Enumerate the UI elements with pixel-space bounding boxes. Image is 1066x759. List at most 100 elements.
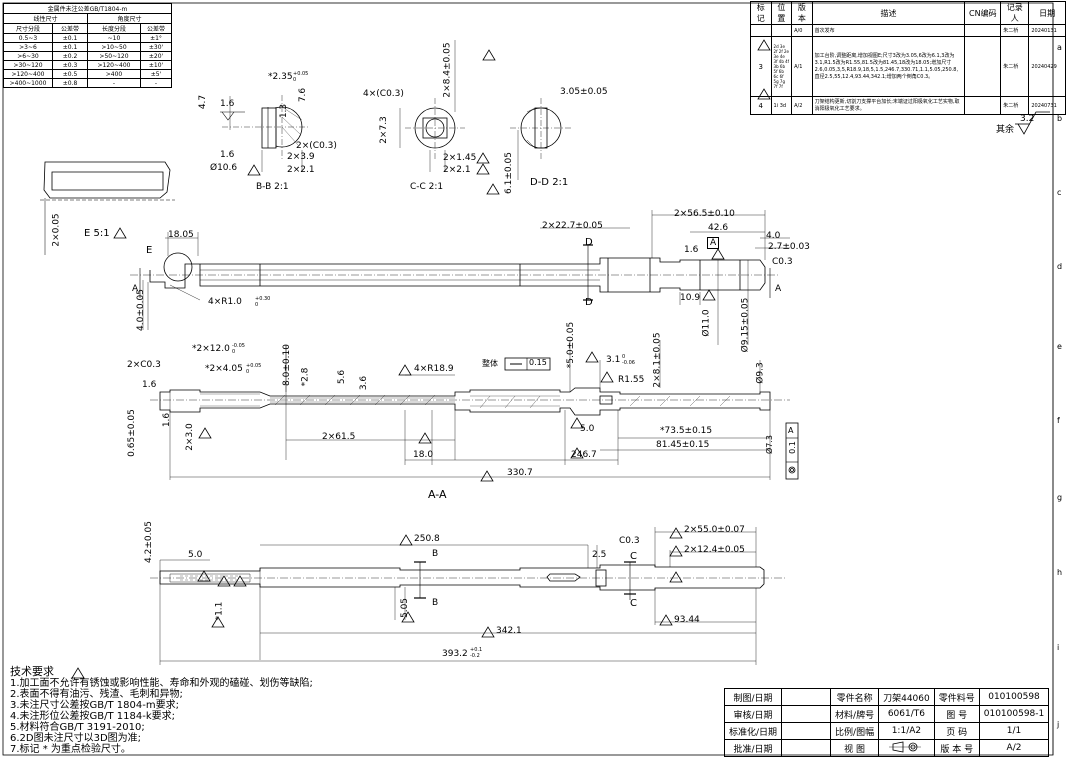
dim-tol: +0.05 0	[293, 71, 309, 83]
tb-label: 图 号	[933, 705, 980, 723]
dim: 2×12.4±0.05	[684, 545, 745, 555]
projection-symbol-icon	[878, 739, 935, 757]
note-item: 7.标记 * 为重点检验尺寸。	[10, 744, 131, 755]
tb-version: A/2	[978, 739, 1050, 757]
dim: 2×22.7±0.05	[542, 221, 603, 231]
dim: 10.9	[680, 293, 701, 303]
tb-label: 页 码	[933, 722, 980, 740]
dim: 4.2±0.05	[143, 521, 154, 563]
view-bottom	[150, 527, 785, 665]
rev-header: 描述	[811, 1, 966, 25]
section-mark: C	[630, 598, 637, 609]
dim: 2×1.45	[443, 153, 477, 163]
dim: 2×3.0	[184, 423, 195, 451]
view-cc	[399, 40, 465, 172]
tb-label: 审核/日期	[723, 705, 783, 723]
rev-header: 标记	[750, 1, 772, 25]
dim: 2×3.9	[287, 152, 315, 162]
note-item: 4.未注形位公差按GB/T 1184-k要求;	[10, 711, 176, 722]
section-mark: B	[432, 549, 439, 559]
border-letter: d	[1057, 262, 1063, 271]
dim: 393.2	[442, 649, 468, 659]
notes-title: 技术要求	[10, 665, 54, 678]
view-top	[130, 210, 790, 345]
view-dd	[510, 98, 572, 180]
table-row: >30~120±0.3>120~400±10'	[3, 60, 172, 70]
dim: 4×R18.9	[414, 364, 454, 374]
dim: *2.8	[300, 367, 311, 387]
section-mark: A	[775, 284, 782, 294]
dim: C0.3	[619, 536, 640, 546]
note-item: 1.加工面不允许有锈蚀或影响性能、寿命和外观的磕碰、划伤等缺陷;	[10, 678, 313, 689]
border-letter: j	[1057, 720, 1060, 729]
dim: Ø9.3	[755, 362, 766, 384]
table-row: 0.5~3±0.1~10±1°	[3, 33, 172, 43]
view-e	[40, 161, 175, 255]
dim: 2×56.5±0.10	[674, 209, 735, 219]
dim: 2.5	[592, 550, 607, 560]
dim: 342.1	[496, 626, 522, 636]
view-bb	[220, 95, 310, 172]
border-letter: g	[1057, 493, 1063, 502]
table-row: >3~6±0.1>10~50±30'	[3, 42, 172, 52]
border-letter: c	[1057, 188, 1062, 197]
dim: A	[788, 426, 794, 435]
note-item: 3.未注尺寸公差按GB/T 1804-m要求;	[10, 700, 179, 711]
dim: 3.05±0.05	[560, 87, 608, 97]
dim: 2×8.4±0.05	[442, 42, 453, 98]
tb-label: 制图/日期	[723, 688, 783, 706]
dim: 4×R1.0	[208, 297, 242, 307]
table-row: >120~400±0.5>400±5'	[3, 69, 172, 79]
border-letter: f	[1057, 416, 1060, 425]
dim-tol: -0.05 0	[232, 343, 245, 355]
dim: 2×C0.3	[127, 360, 161, 370]
dim: 5.0	[188, 550, 203, 560]
dim: 1.6	[684, 245, 699, 255]
tb-part-no: 010100598	[978, 688, 1050, 706]
dim: Ø7.3	[765, 434, 775, 455]
table-row: 3 2d 3e 2f 2f 2e 3e 4e 3f 4b 4f 3b 6b 5f…	[750, 36, 1066, 97]
roughness-rest: 其余	[996, 125, 1015, 135]
tb-label: 批准/日期	[723, 739, 783, 757]
dim: 93.44	[674, 615, 700, 625]
title-block: 制图/日期 零件名称 刀架44060 零件料号 010100598 审核/日期 …	[723, 688, 1050, 757]
dim: 250.8	[414, 534, 440, 544]
dim: 1.6	[142, 380, 157, 390]
tb-label: 版 本 号	[933, 739, 980, 757]
view-label: B-B 2:1	[256, 182, 289, 192]
col-header: 长度分段	[87, 23, 141, 34]
revision-triangles	[71, 39, 771, 679]
table-row: 4 1i 3d A/2 刀架结构更新,切割刀支撑平台加长;末端证过阳极氧化工艺实…	[750, 96, 1066, 115]
dim: 2×7.3	[378, 116, 389, 144]
dim: 4.0±0.05	[135, 289, 146, 331]
dim: 整体	[482, 359, 498, 368]
dim: 5.0	[580, 424, 595, 434]
dim-tol: 0 -0.06	[622, 354, 635, 366]
col-header: 公差带	[52, 23, 88, 34]
dim: 2×61.5	[322, 432, 356, 442]
dim: 4×(C0.3)	[363, 89, 404, 99]
dim: Ø11.0	[701, 309, 712, 337]
linear-header: 线性尺寸	[3, 13, 88, 24]
dim: *1.1	[214, 601, 225, 621]
rev-header: 记录人	[1000, 1, 1030, 25]
dim: 0.15	[529, 358, 547, 367]
rev-header: 位置	[770, 1, 793, 25]
tb-label: 比例/图幅	[830, 722, 880, 740]
rev-header: 日期	[1028, 1, 1066, 25]
dim: 2×2.1	[443, 165, 471, 175]
note-item: 2.表面不得有油污、残渣、毛刺和异物;	[10, 689, 183, 700]
border-letter: i	[1057, 643, 1060, 652]
rev-header: 版本	[791, 1, 813, 25]
dim: 1.3	[279, 103, 290, 119]
view-label: E 5:1	[84, 228, 110, 239]
border-letter: e	[1057, 342, 1062, 351]
tb-label: 零件料号	[933, 688, 980, 706]
rev-header: CN编码	[964, 1, 1002, 25]
tolerance-title: 金属件未注公差GB/T1804-m	[3, 3, 172, 14]
angle-header: 角度尺寸	[87, 13, 172, 24]
dim: 81.45±0.15	[656, 440, 710, 450]
note-item: 6.2D图未注尺寸以3D图为准;	[10, 733, 142, 744]
section-mark: D	[585, 237, 593, 248]
